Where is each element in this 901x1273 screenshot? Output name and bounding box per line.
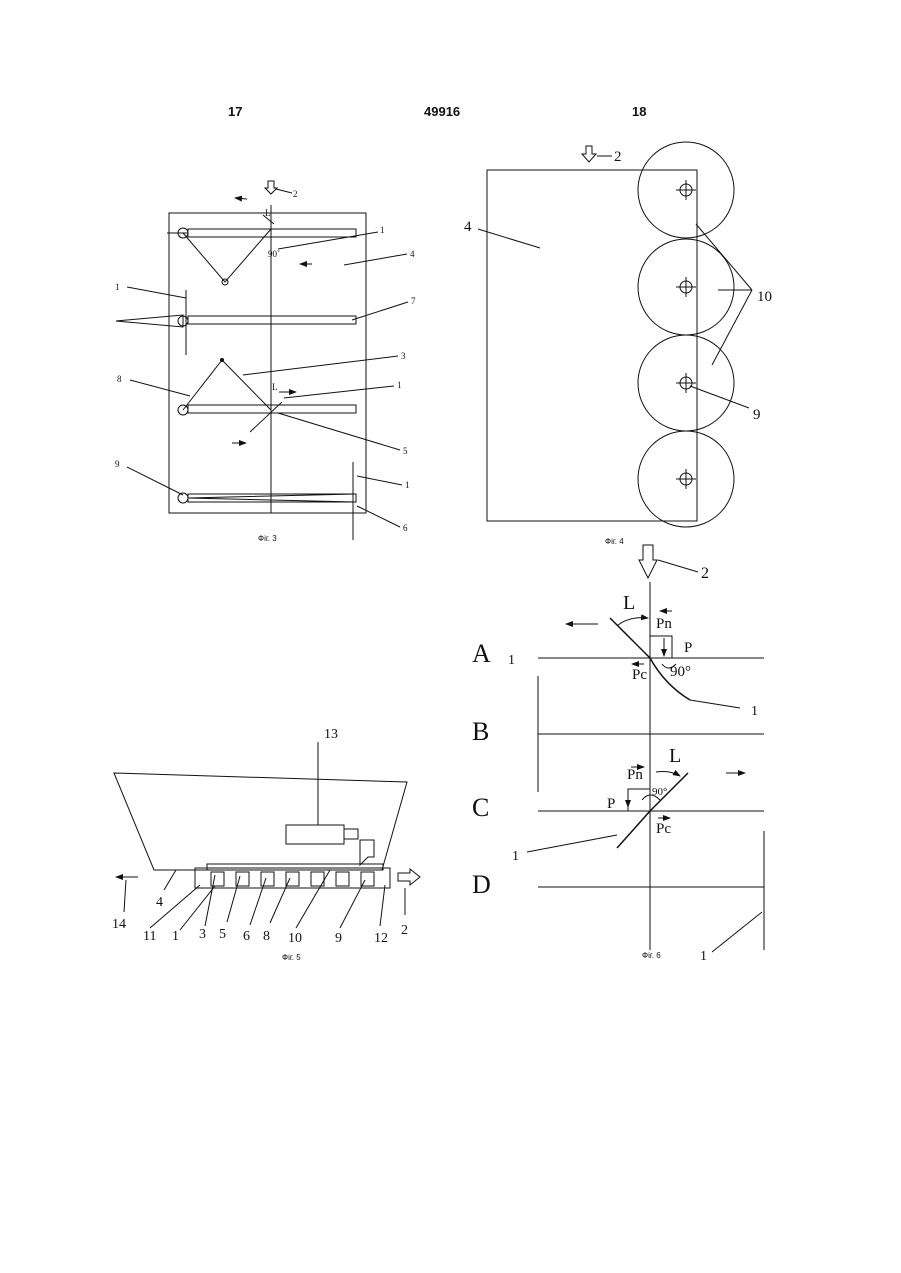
label-1: 1 — [172, 929, 179, 944]
label-4: 4 — [464, 219, 472, 235]
label-Pc-mid: Pc — [656, 821, 671, 837]
label-3: 3 — [199, 927, 206, 942]
figure-3: 2 L 90˚ 1 4 1 7 3 L 1 — [115, 181, 416, 543]
label-7: 7 — [411, 296, 416, 306]
unit-13 — [286, 825, 344, 844]
label-1c: 1 — [512, 849, 519, 864]
rollers — [638, 142, 734, 527]
label-1d: 1 — [700, 949, 707, 964]
label-angle-top: 90° — [670, 664, 691, 680]
label-L-1: L — [265, 208, 271, 218]
label-4: 4 — [410, 249, 415, 259]
label-9: 9 — [753, 407, 761, 423]
label-L-top: L — [623, 592, 635, 614]
label-1c: 1 — [397, 380, 402, 390]
label-Pn-top: Pn — [656, 616, 672, 632]
label-D: D — [472, 870, 491, 899]
direction-arrow — [398, 869, 420, 885]
label-A: A — [472, 639, 491, 668]
blade-1 — [188, 229, 356, 237]
label-10: 10 — [757, 289, 772, 305]
label-8: 8 — [263, 929, 270, 944]
label-5: 5 — [219, 927, 226, 942]
direction-arrow — [639, 545, 657, 578]
label-1a: 1 — [380, 225, 385, 235]
label-angle-mid: 90° — [652, 786, 667, 798]
lever-3 — [183, 360, 271, 410]
cutter-blocks — [211, 872, 374, 886]
label-P-top: P — [684, 640, 692, 656]
label-9: 9 — [115, 459, 120, 469]
fig4-caption: Фіг. 4 — [605, 537, 624, 546]
fig3-caption: Фіг. 3 — [258, 534, 277, 543]
label-6: 6 — [403, 523, 408, 533]
figure-5: 13 14 2 4 11 1 3 5 6 8 10 9 12 — [112, 727, 420, 962]
machine-body — [114, 773, 407, 870]
label-10: 10 — [288, 931, 302, 946]
label-L-2: L — [272, 382, 278, 392]
label-1a: 1 — [751, 704, 758, 719]
label-3: 3 — [401, 351, 406, 361]
label-9: 9 — [335, 931, 342, 946]
label-11: 11 — [143, 929, 156, 944]
label-1b: 1 — [115, 282, 120, 292]
blade-4 — [188, 494, 356, 502]
angle-90: 90˚ — [268, 249, 280, 259]
bar-10 — [207, 864, 383, 870]
label-14: 14 — [112, 917, 126, 932]
plate-outline — [487, 170, 697, 521]
direction-arrow — [265, 181, 277, 194]
figure-6: 2 A B C D 1 L Pn P 90° Pc 1 1 L — [472, 545, 764, 964]
label-12: 12 — [374, 931, 388, 946]
blade-2-tip — [116, 315, 183, 327]
label-L-mid: L — [669, 745, 681, 767]
label-P-mid: P — [607, 796, 615, 812]
label-2: 2 — [614, 149, 622, 165]
label-8: 8 — [117, 374, 122, 384]
fig5-caption: Фіг. 5 — [282, 953, 301, 962]
direction-arrow — [582, 146, 596, 162]
figure-4: 2 4 10 9 Фіг. 4 — [464, 142, 772, 546]
label-1d: 1 — [405, 480, 410, 490]
label-1b: 1 — [508, 653, 515, 668]
label-Pn-mid: Pn — [627, 767, 643, 783]
label-Pc-top: Pc — [632, 667, 647, 683]
label-2: 2 — [401, 923, 408, 938]
blade-2 — [188, 316, 356, 324]
label-6: 6 — [243, 929, 250, 944]
motion-arrow — [235, 198, 247, 199]
label-2: 2 — [701, 565, 709, 582]
fig6-caption: Фіг. 6 — [642, 951, 661, 960]
label-13: 13 — [324, 727, 338, 742]
label-4: 4 — [156, 895, 163, 910]
label-5: 5 — [403, 446, 408, 456]
label-C: C — [472, 793, 489, 822]
label-2: 2 — [293, 189, 298, 199]
label-B: B — [472, 717, 489, 746]
